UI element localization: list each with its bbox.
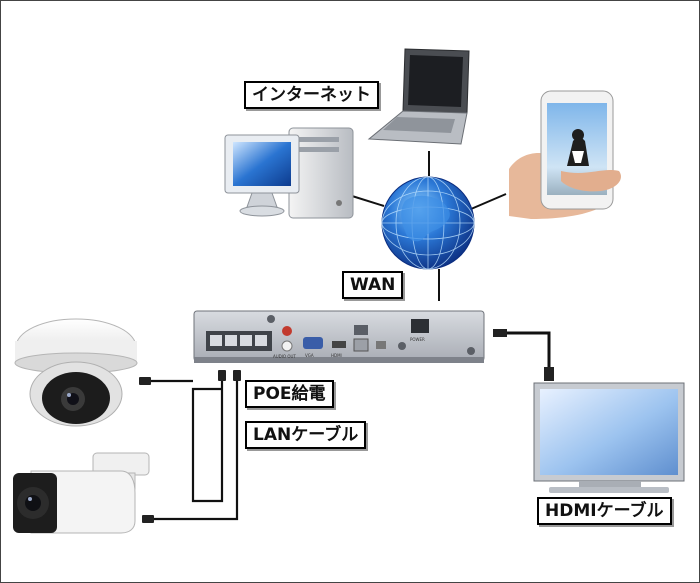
bullet-camera-icon (13, 452, 150, 534)
hdmi-cable (493, 329, 554, 381)
rj45-connectors (139, 370, 241, 523)
laptop-icon (367, 48, 470, 145)
wan-label: WAN (342, 271, 404, 299)
power-label: POWER (410, 337, 425, 342)
audio-out-label: AUDIO OUT (273, 354, 296, 359)
internet-links (351, 151, 507, 301)
smartphone-icon (509, 90, 621, 219)
hdmi-port-label: HDMI (331, 353, 342, 358)
lan-cables (150, 379, 239, 521)
hdmi-cable-label: HDMIケーブル (537, 497, 672, 525)
vga-label: VGA (305, 353, 314, 358)
nvr-recorder-icon: AUDIO OUT VGA HDMI POWER (193, 310, 485, 363)
lan-cable-label: LANケーブル (245, 421, 367, 449)
internet-label: インターネット (244, 81, 379, 109)
poe-label: POE給電 (245, 380, 334, 408)
dome-camera-icon (14, 318, 138, 427)
globe-icon (381, 176, 475, 270)
tv-monitor-icon (533, 382, 685, 493)
desktop-pc-icon (224, 127, 354, 219)
